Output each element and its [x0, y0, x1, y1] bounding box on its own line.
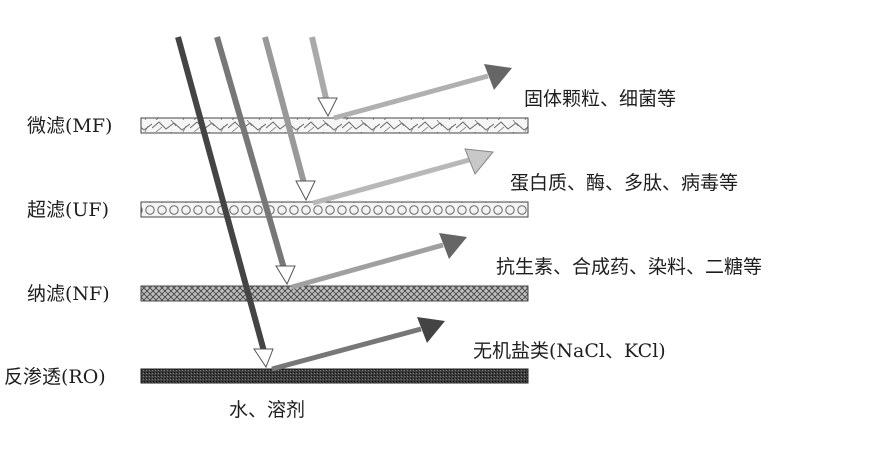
stream-salts [214, 36, 288, 273]
rejected-streams [271, 64, 512, 372]
reject-ro-head [417, 317, 445, 343]
stream-water [175, 36, 268, 356]
reject-ro [271, 326, 422, 372]
reject-nf [291, 242, 444, 290]
retained-label-ro: 无机盐类(NaCl、KCl) [473, 340, 666, 362]
impact-arrow-mf [317, 97, 338, 118]
reject-mf [333, 73, 489, 121]
membrane-ro-bar [140, 368, 529, 384]
retained-label-mf: 固体颗粒、细菌等 [524, 88, 677, 110]
impact-arrow-nf [275, 265, 296, 286]
incoming-streams [175, 36, 330, 356]
retained-label-nf: 抗生素、合成药、染料、二糖等 [496, 256, 763, 278]
membrane-label-uf: 超滤(UF) [27, 199, 110, 221]
reject-uf-head [464, 148, 494, 175]
impact-arrow-ro [253, 348, 274, 369]
reject-mf-head [484, 64, 512, 90]
retained-label-uf: 蛋白质、酶、多肽、病毒等 [510, 172, 739, 194]
membrane-uf-bar [140, 201, 529, 218]
stream-macromolecules [262, 36, 308, 188]
stream-particles [309, 36, 330, 104]
reject-uf [312, 157, 470, 206]
impact-arrow-uf [295, 180, 316, 202]
membrane-label-mf: 微滤(MF) [27, 115, 113, 137]
membrane-nf-bar [140, 285, 529, 302]
impact-arrowheads [253, 97, 338, 369]
membrane-label-nf: 纳滤(NF) [27, 283, 110, 305]
membrane-label-ro: 反渗透(RO) [4, 366, 106, 388]
reject-nf-head [439, 233, 467, 259]
permeate-label: 水、溶剂 [229, 399, 306, 421]
